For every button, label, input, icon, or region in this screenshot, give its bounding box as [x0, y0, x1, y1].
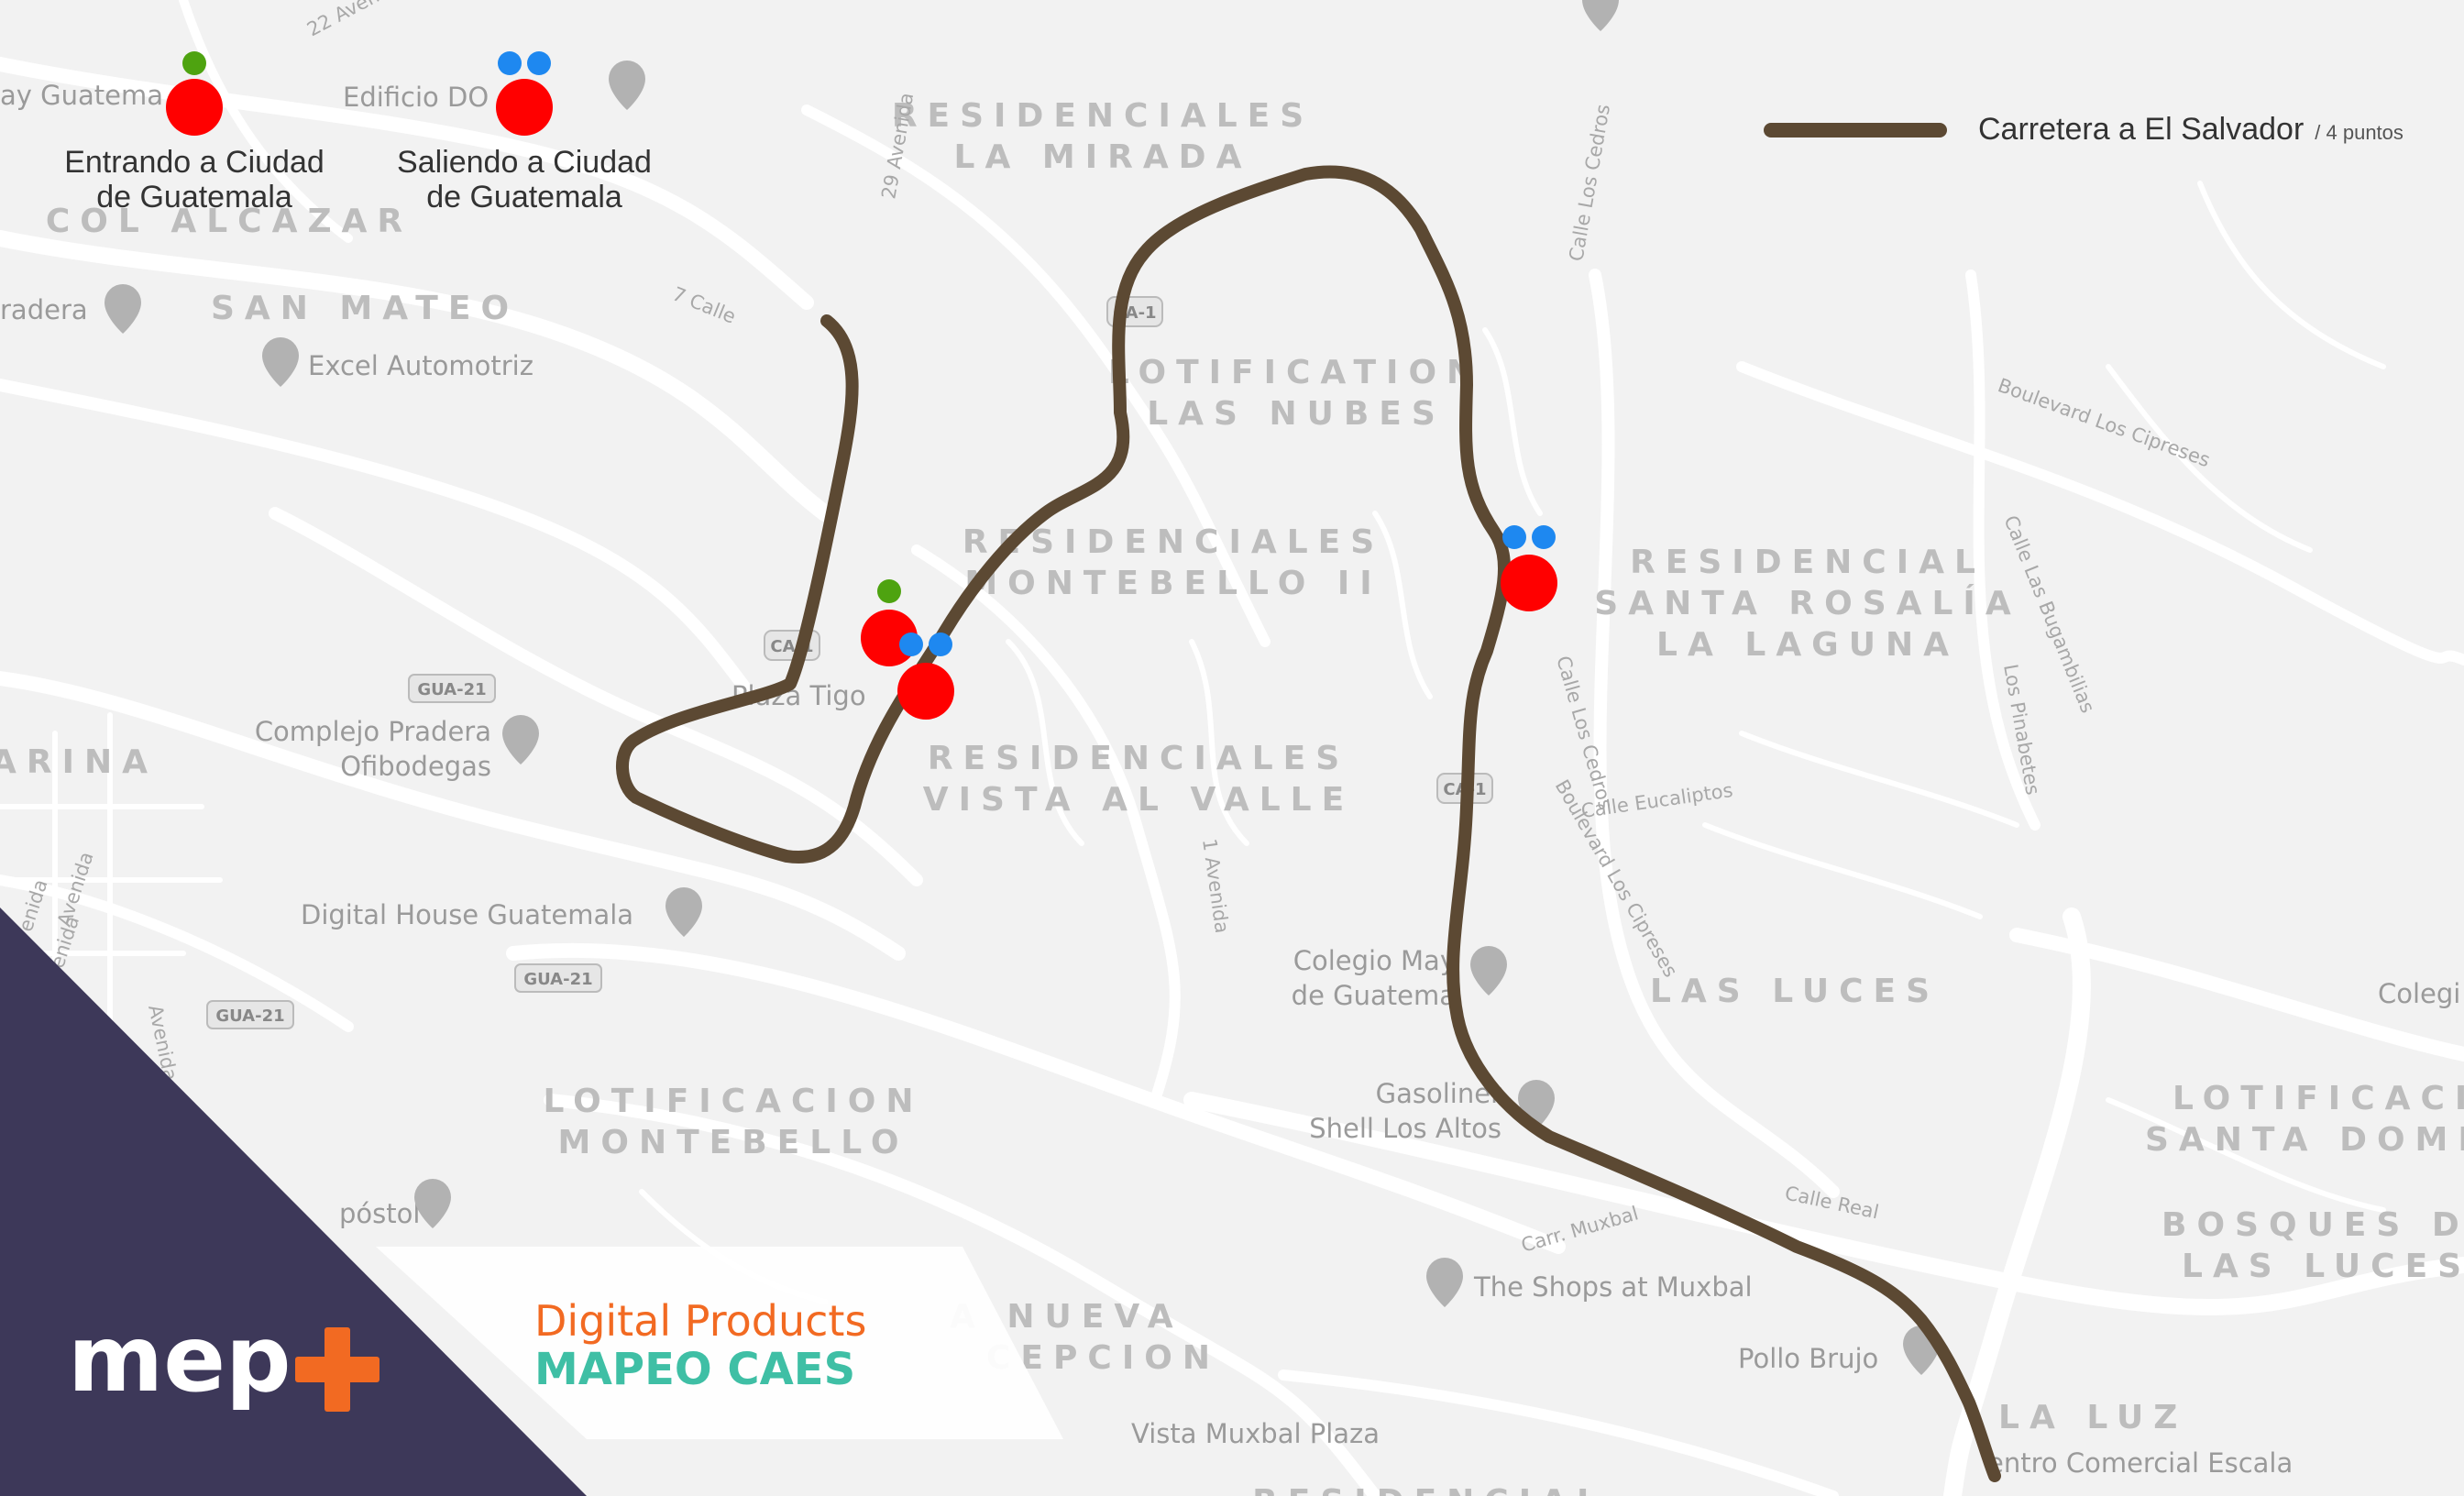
branding-panel [0, 908, 587, 1496]
poi-label-excel-automotriz: Excel Automotriz [308, 350, 534, 381]
area-label-las-luces: LAS LUCES [1650, 973, 1940, 1010]
area-label-san-mateo: SAN MATEO [211, 290, 519, 327]
leaving-indicator-dot [929, 632, 952, 656]
poi-label-shops-at-muxbal: The Shops at Muxbal [1473, 1271, 1753, 1303]
legend-leaving-marker [496, 79, 553, 136]
map-pin-icon [666, 887, 702, 937]
road-badge: GUA-21 [206, 1000, 294, 1029]
map-pin-icon [1582, 0, 1619, 31]
white-label-strip [376, 1247, 1063, 1439]
map-pin-icon [104, 284, 141, 334]
logo-text: mep [68, 1305, 292, 1413]
area-label-lotificacion-santa-domingo: LOTIFICACIOSANTA DOMIN [2145, 1080, 2464, 1159]
route-markers [861, 525, 1557, 720]
poi-label-vista-muxbal-plaza: Vista Muxbal Plaza [1131, 1418, 1380, 1449]
area-label-col-alcazar: COL ALCAZAR [46, 203, 412, 240]
leaving-indicator-dot [899, 632, 923, 656]
svg-text:GUA-21: GUA-21 [417, 680, 486, 699]
map-pin-icon [1470, 946, 1507, 996]
map-pin-icon [1426, 1258, 1463, 1307]
branding-title: Digital Products [534, 1296, 866, 1346]
poi-label-pollo-brujo: Pollo Brujo [1738, 1343, 1878, 1374]
logo-plus-icon [295, 1327, 380, 1412]
legend-route-points: / 4 puntos [2315, 121, 2404, 144]
poi-label-digital-house: Digital House Guatemala [301, 899, 633, 930]
legend-entering-dot [182, 51, 206, 75]
legend-leaving-dot [527, 51, 551, 75]
legend-route-label: Carretera a El Salvador [1978, 112, 2304, 147]
road-badge: GUA-21 [408, 674, 496, 703]
leaving-indicator-dot [1532, 525, 1556, 549]
checkpoint-marker-red[interactable] [897, 663, 954, 720]
road-badge: GUA-21 [514, 963, 602, 993]
area-label-arina: ARINA [0, 743, 158, 781]
svg-text:GUA-21: GUA-21 [215, 1006, 284, 1026]
area-label-residencial-bottom: RESIDENCIAL [1252, 1483, 1608, 1496]
branding: mep Digital Products MAPEO CAES [0, 908, 1063, 1496]
poi-label-centro-comercial-escala: entro Comercial Escala [1987, 1447, 2293, 1479]
legend-leaving-dot [498, 51, 522, 75]
entering-indicator-dot [877, 579, 901, 603]
map-pin-icon [262, 337, 299, 387]
minor-street-network [0, 181, 2386, 1304]
route-carretera-el-salvador[interactable] [616, 165, 2001, 1482]
branding-subtitle: MAPEO CAES [534, 1344, 855, 1395]
map-pin-icon [414, 1179, 451, 1228]
legend-entering-marker [166, 79, 223, 136]
poi-label-bay-guatemala: ay Guatema [0, 80, 163, 111]
poi-label-colegio-right: Colegi [2378, 978, 2460, 1009]
checkpoint-marker-red[interactable] [1501, 555, 1557, 611]
map-pin-icon [609, 60, 645, 110]
legend-route-text: Carretera a El Salvador / 4 puntos [1978, 112, 2404, 147]
poi-label-apostol: póstol [339, 1198, 420, 1229]
area-label-bosques-de-las-luces: BOSQUES DELAS LUCES [2162, 1206, 2464, 1285]
svg-text:GUA-21: GUA-21 [523, 970, 592, 989]
map-pin-icon [502, 715, 539, 764]
area-label-la-luz: LA LUZ [1998, 1399, 2187, 1436]
poi-label-pradera: radera [0, 294, 88, 325]
leaving-indicator-dot [1502, 525, 1526, 549]
